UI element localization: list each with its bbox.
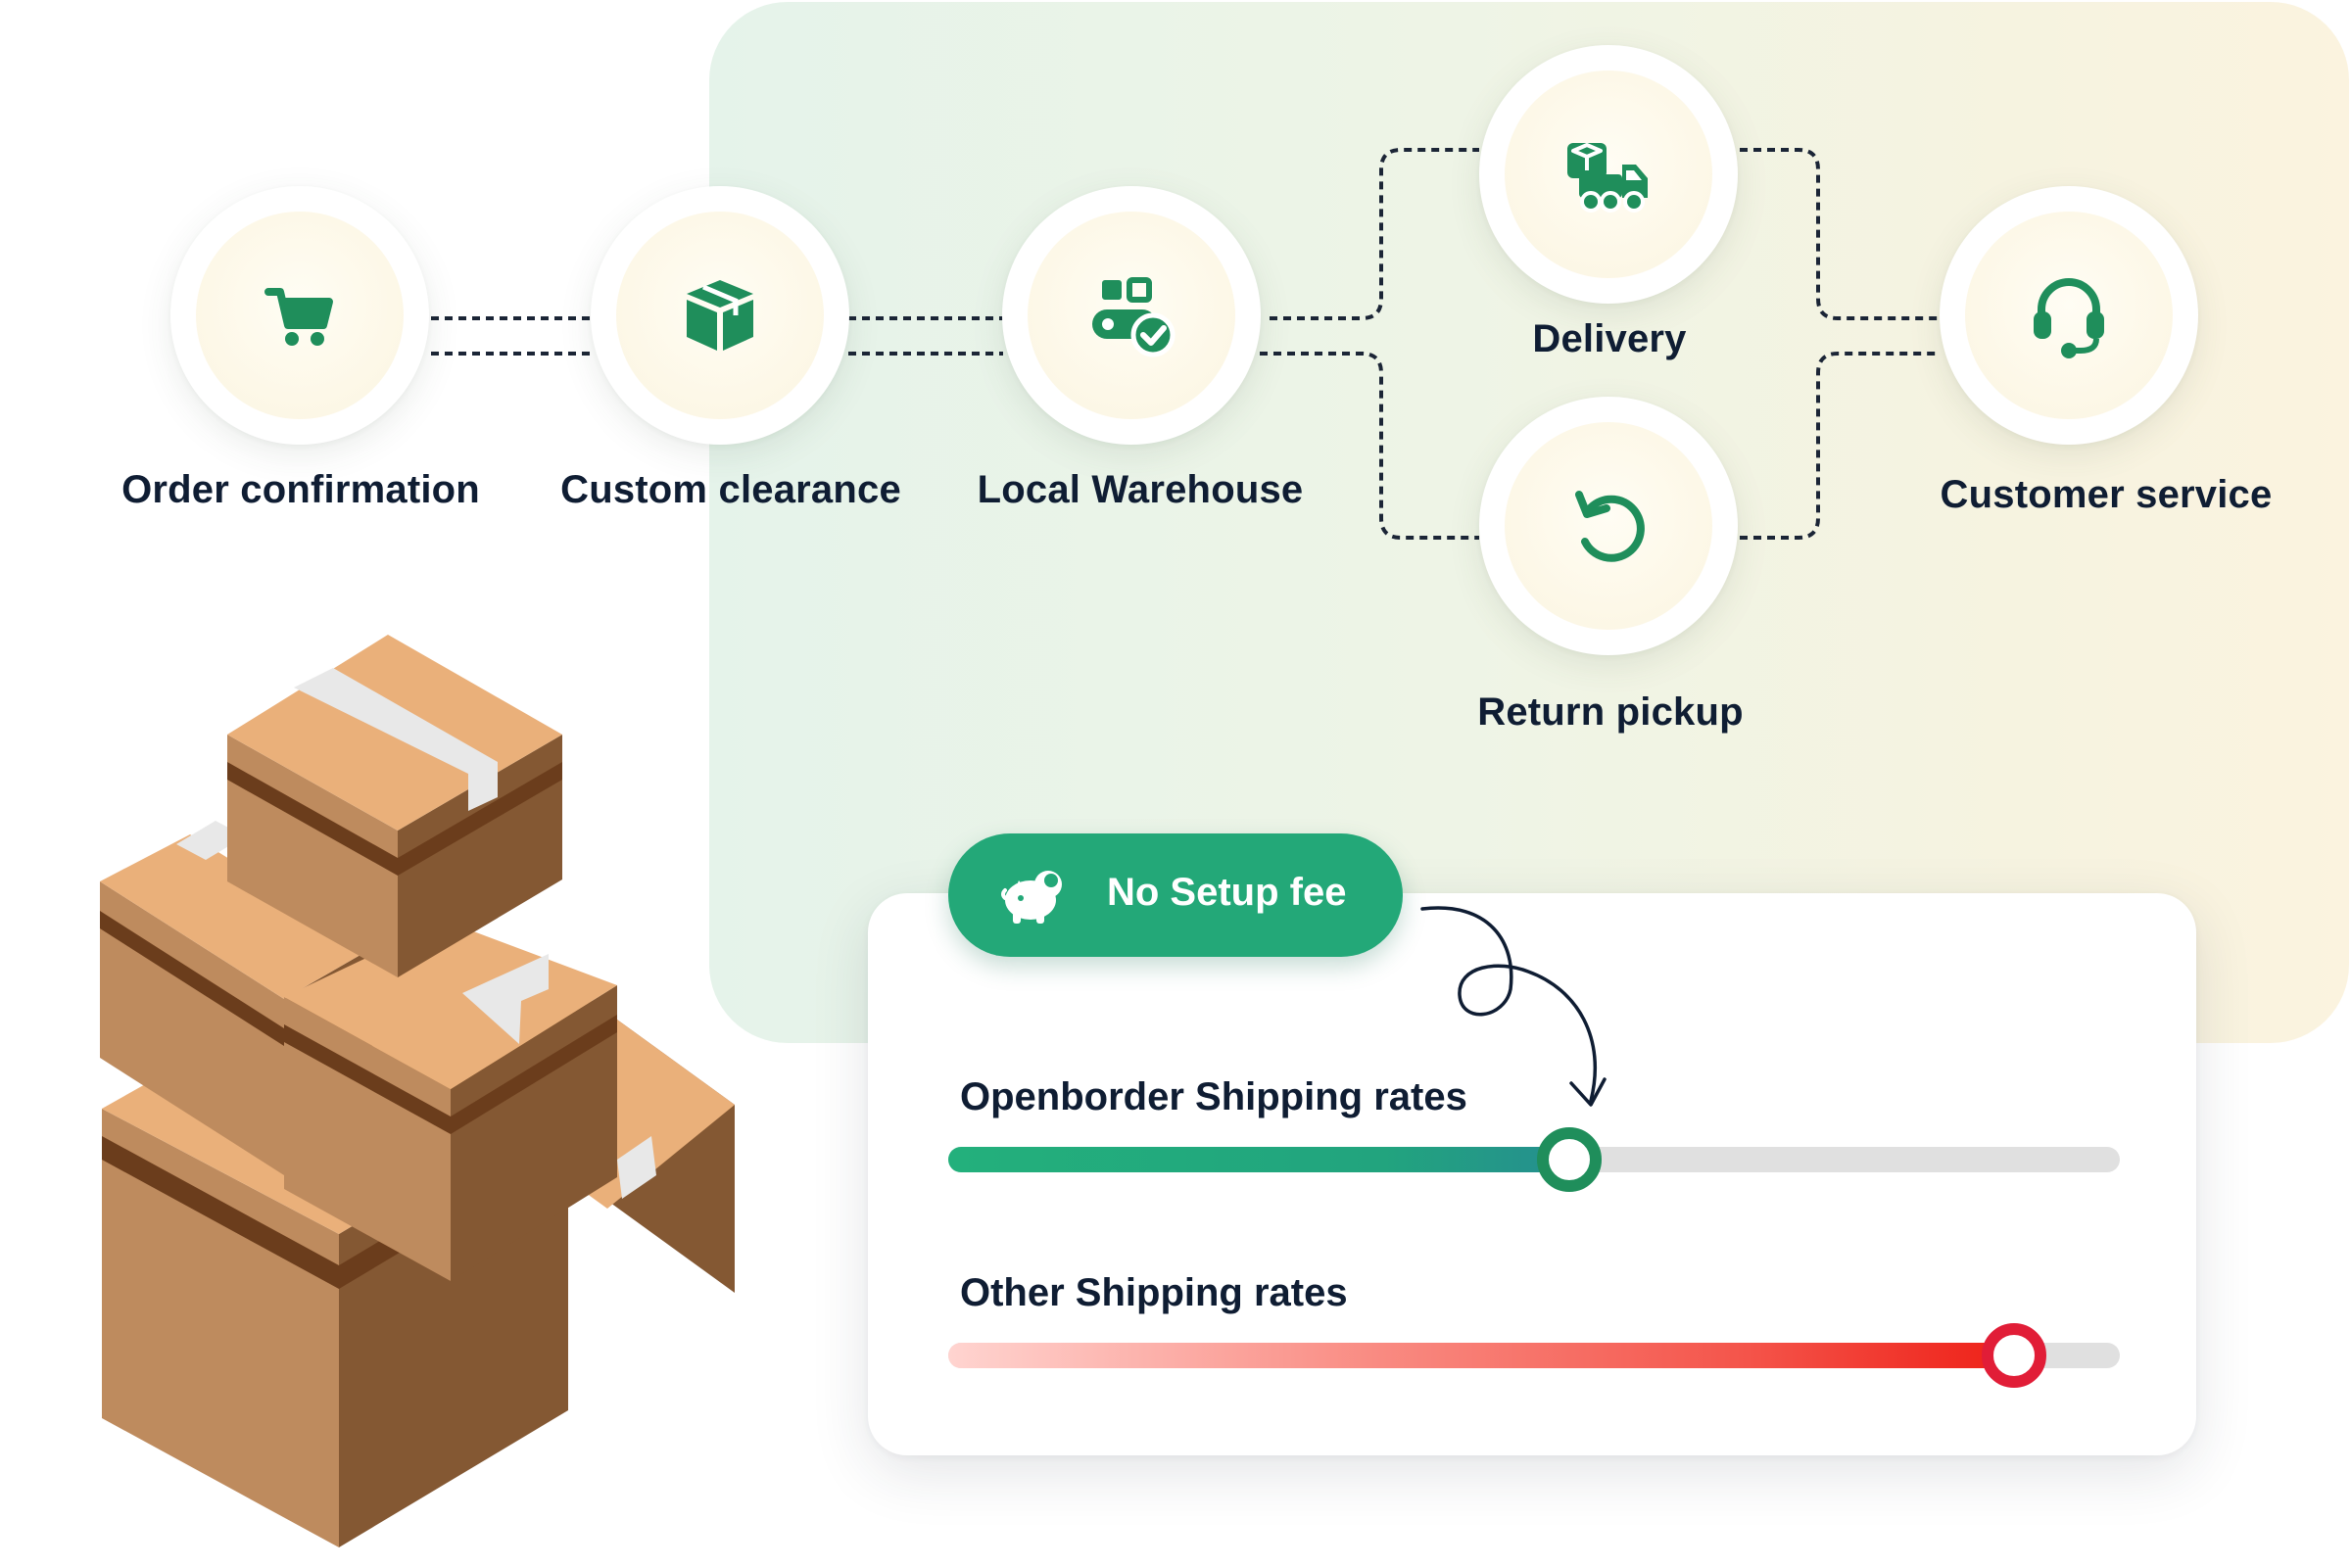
cardboard-boxes-illustration [100, 635, 735, 1547]
no-setup-fee-label: No Setup fee [1107, 871, 1347, 914]
other-rates-bar [948, 1323, 2120, 1388]
return-arrow-icon [1575, 491, 1645, 562]
other-rates-fill [948, 1343, 2015, 1368]
step-order-confirmation [170, 186, 429, 445]
headset-icon [2034, 278, 2104, 358]
step-label-customer-service: Customer service [1940, 473, 2273, 516]
openborder-rates-label: Openborder Shipping rates [960, 1075, 1467, 1118]
step-label-custom-clearance: Custom clearance [560, 468, 901, 511]
step-custom-clearance [591, 186, 849, 445]
delivery-truck-icon [1567, 143, 1648, 213]
openborder-rates-bar [948, 1127, 2120, 1192]
step-customer-service [1940, 186, 2198, 445]
step-delivery [1479, 45, 1738, 304]
connector-warehouse-delivery [1270, 148, 1479, 320]
step-local-warehouse [1002, 186, 1261, 445]
step-label-return-pickup: Return pickup [1477, 690, 1744, 734]
no-setup-fee-badge: No Setup fee [948, 833, 1403, 957]
other-rates-label: Other Shipping rates [960, 1271, 1348, 1314]
shipping-rates-card: Openborder Shipping rates Other Shipping… [868, 893, 2196, 1455]
openborder-rates-fill [948, 1147, 1569, 1172]
package-icon [687, 280, 753, 351]
connector-warehouse-return [1260, 352, 1479, 540]
warehouse-conveyor-check-icon [1092, 277, 1176, 357]
cart-icon [264, 288, 333, 346]
step-label-delivery: Delivery [1532, 317, 1687, 360]
piggy-bank-icon [1001, 871, 1062, 924]
step-return-pickup [1479, 397, 1738, 655]
step-label-order-confirmation: Order confirmation [121, 468, 480, 511]
step-label-local-warehouse: Local Warehouse [977, 468, 1304, 511]
connector-delivery-service [1740, 148, 1940, 320]
